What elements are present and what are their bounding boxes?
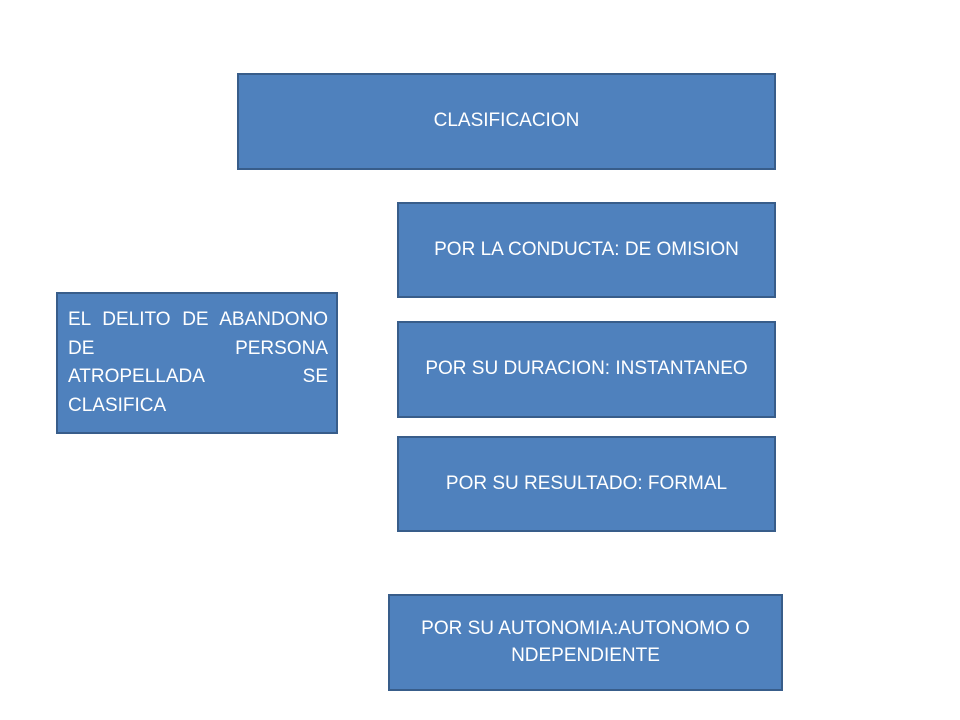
category-box-resultado: POR SU RESULTADO: FORMAL [397, 436, 776, 532]
category-label: POR SU DURACION: INSTANTANEO [425, 358, 748, 380]
category-label: POR SU AUTONOMIA:AUTONOMO O NDEPENDIENTE [421, 617, 750, 666]
category-box-autonomia: POR SU AUTONOMIA:AUTONOMO O NDEPENDIENTE [388, 594, 783, 691]
category-label: POR LA CONDUCTA: DE OMISION [434, 238, 739, 260]
category-box-conducta: POR LA CONDUCTA: DE OMISION [397, 202, 776, 298]
classification-title: CLASIFICACION [433, 110, 580, 132]
category-box-duracion: POR SU DURACION: INSTANTANEO [397, 321, 776, 418]
subject-text: EL DELITO DE ABANDONO DE PERSONA ATROPEL… [68, 309, 328, 416]
classification-title-box: CLASIFICACION [237, 73, 776, 170]
subject-box: EL DELITO DE ABANDONO DE PERSONA ATROPEL… [56, 292, 338, 434]
category-label: POR SU RESULTADO: FORMAL [445, 472, 728, 494]
